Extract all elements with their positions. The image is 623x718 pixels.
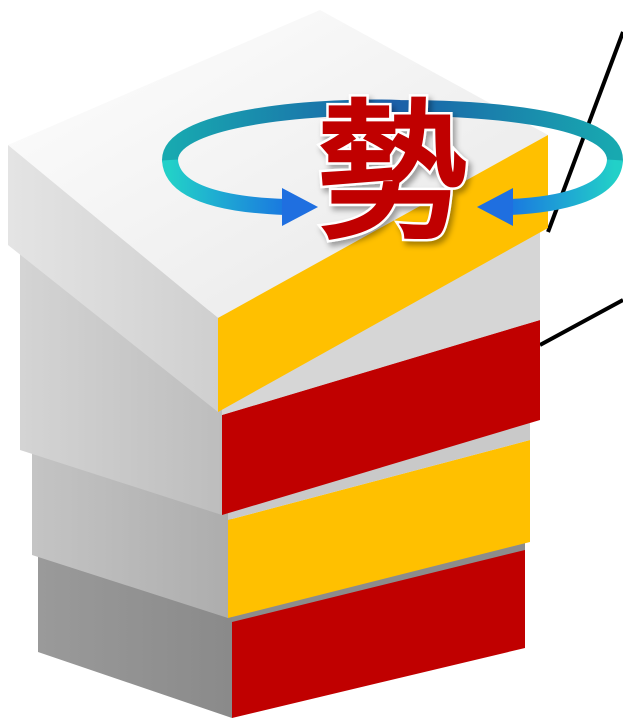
- arrowhead-right-pointing: [282, 188, 318, 226]
- ring-front-left-band: [162, 158, 286, 215]
- leader-line-bottom: [539, 298, 623, 347]
- arrowhead-left-pointing: [477, 188, 513, 226]
- slab-4-front-band: [232, 548, 525, 718]
- slab-3-front-band: [228, 440, 530, 618]
- ring-back-band: [162, 99, 623, 168]
- slab-2-front-band: [222, 320, 540, 515]
- slab-1-side-face: [8, 145, 218, 412]
- ring-front-right-band: [509, 158, 623, 215]
- slab-1-top-face: [8, 10, 548, 318]
- center-character-group: 勢: [314, 85, 469, 264]
- slab-1-front-band: [218, 135, 548, 412]
- center-character: 勢: [317, 87, 467, 261]
- slab-1: [8, 10, 548, 412]
- rotation-arrow-back: [162, 99, 623, 168]
- rotation-arrow-front: [162, 158, 623, 226]
